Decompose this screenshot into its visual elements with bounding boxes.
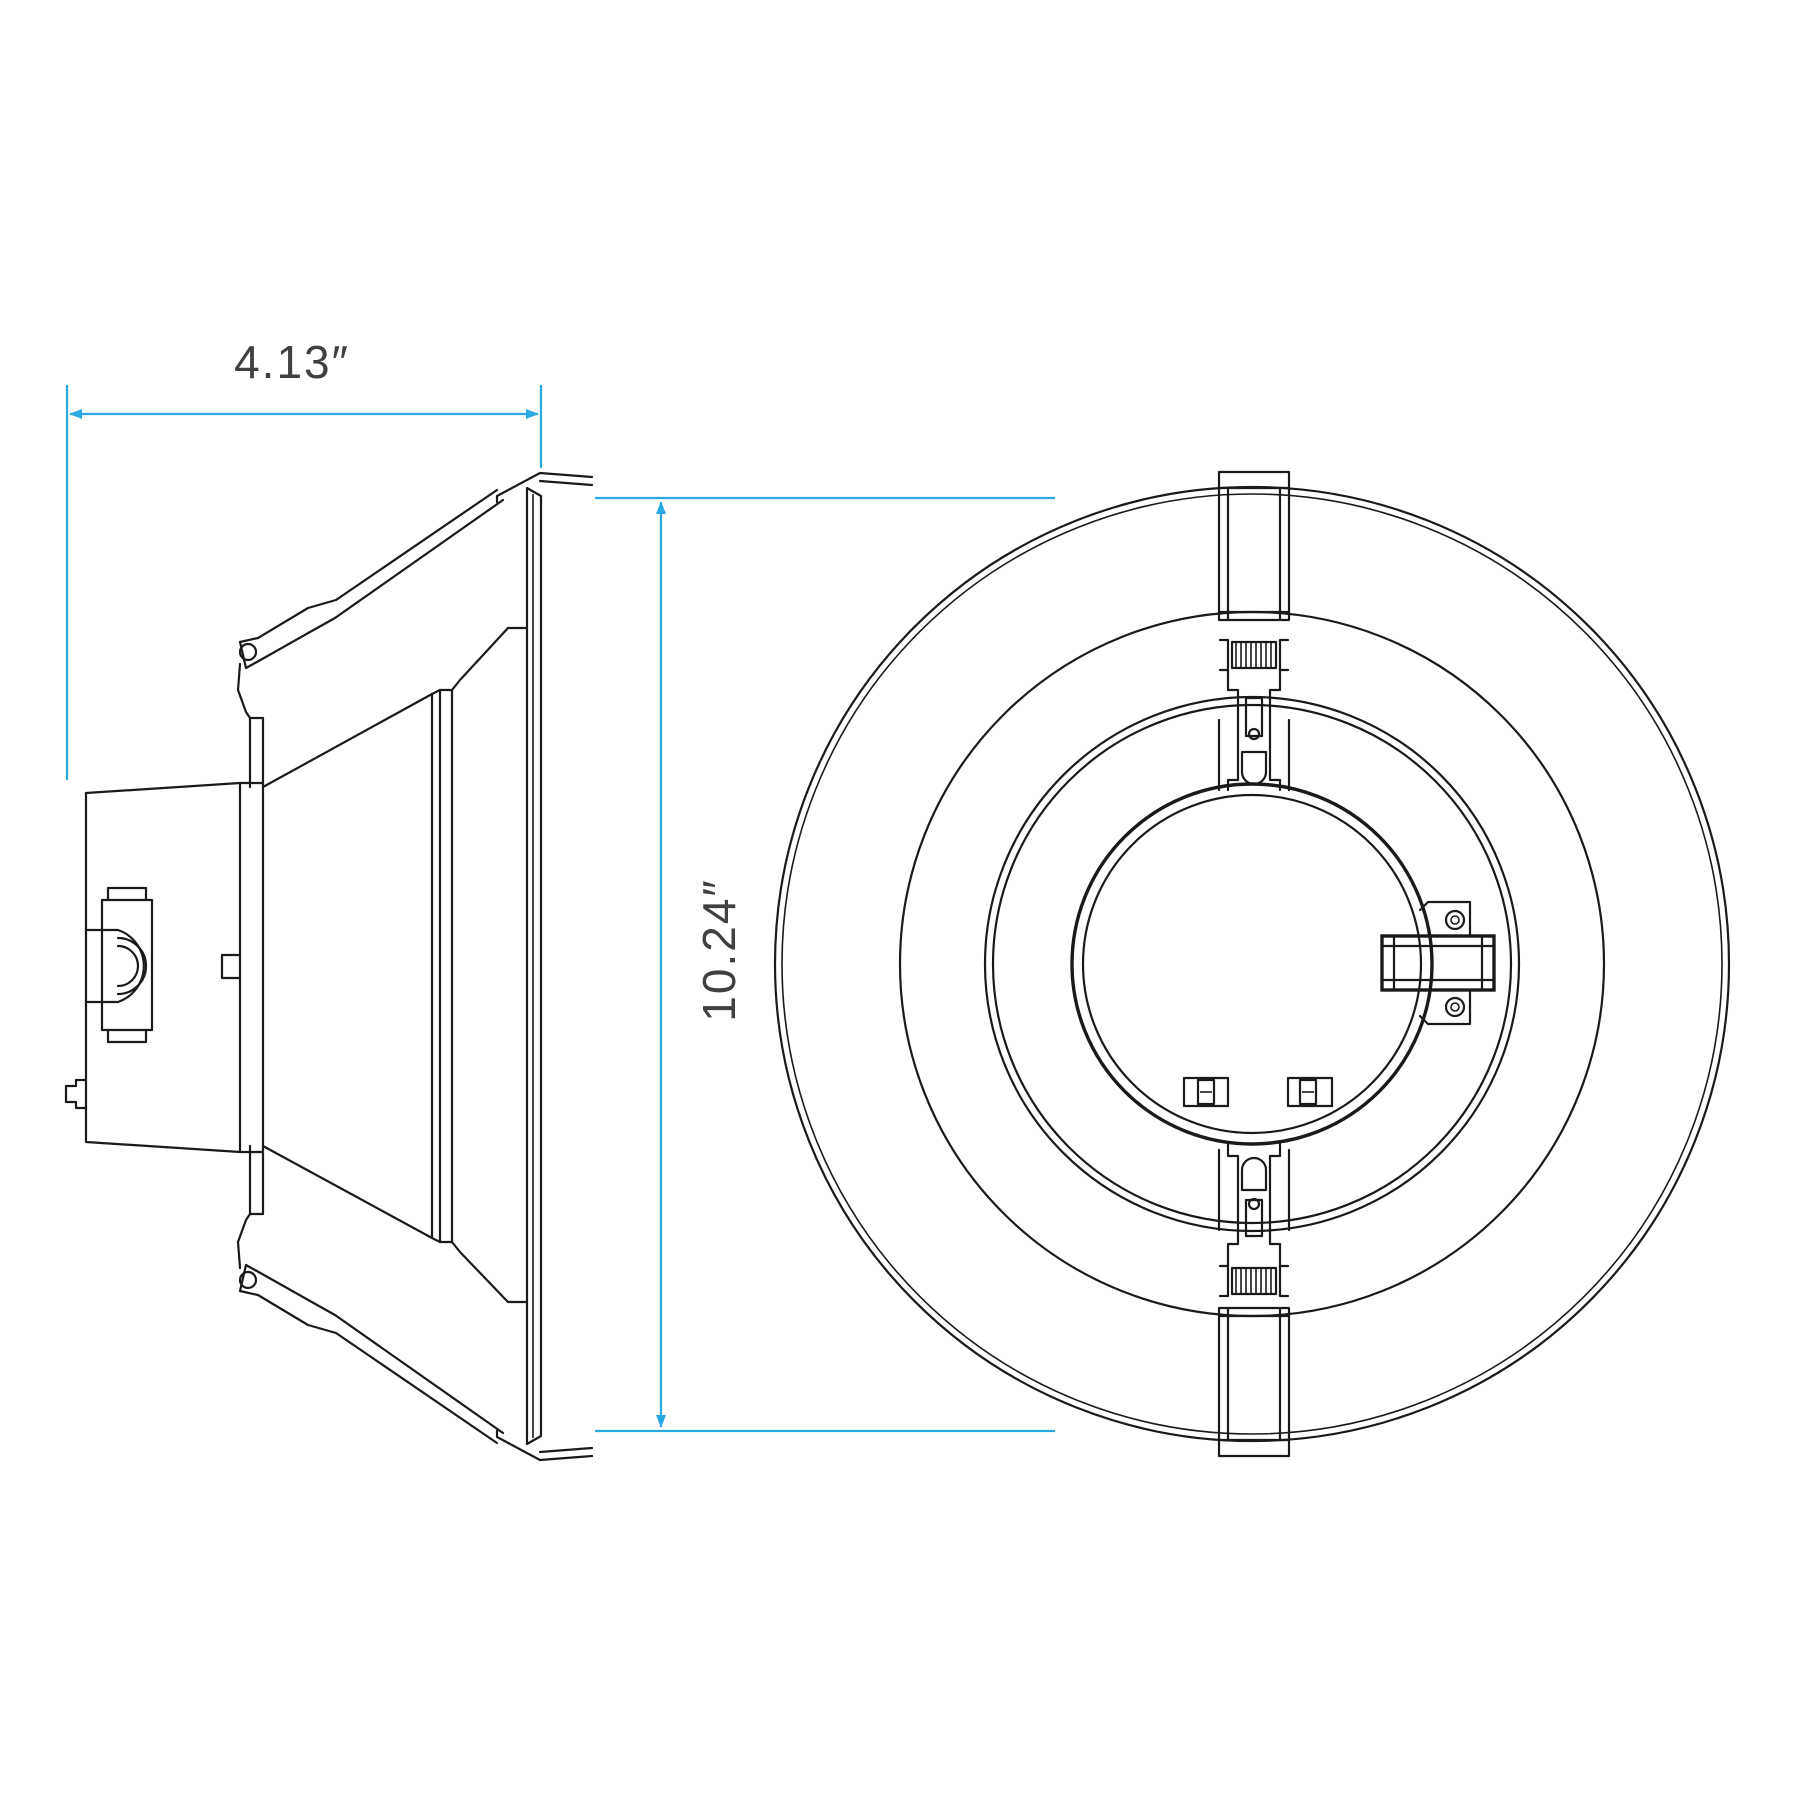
front-wire-terminal-left: [1182, 1076, 1230, 1108]
front-driver-housing: [1070, 782, 1434, 1146]
side-spring-clip-bottom: [495, 1429, 594, 1462]
side-ground-stud: [64, 1078, 88, 1110]
side-conduit-connector: [84, 886, 154, 1044]
side-bracket-bottom: [248, 1144, 265, 1216]
front-conduit-connector: [1380, 900, 1496, 1026]
front-mounting-bracket-bottom: [1217, 1142, 1291, 1458]
front-trim-outer: [773, 485, 1731, 1443]
front-wire-terminal-right: [1286, 1076, 1334, 1108]
side-view: [64, 471, 594, 1462]
side-driver-box: [84, 781, 242, 1154]
side-reflector-body: [450, 626, 529, 1304]
front-inner-ring: [983, 695, 1521, 1233]
depth-dimension-label: 4.13″: [234, 336, 350, 388]
side-bracket-top: [248, 716, 265, 789]
depth-dimension: 4.13″: [65, 336, 543, 780]
diameter-dimension: 10.24″: [595, 496, 1055, 1433]
front-reflector-ring: [898, 610, 1606, 1318]
front-mounting-bracket-top: [1217, 470, 1291, 792]
diameter-dimension-label: 10.24″: [693, 878, 745, 1021]
side-trim-flange: [525, 486, 543, 1446]
front-view: [773, 470, 1731, 1458]
side-spring-clip-top: [495, 471, 594, 504]
